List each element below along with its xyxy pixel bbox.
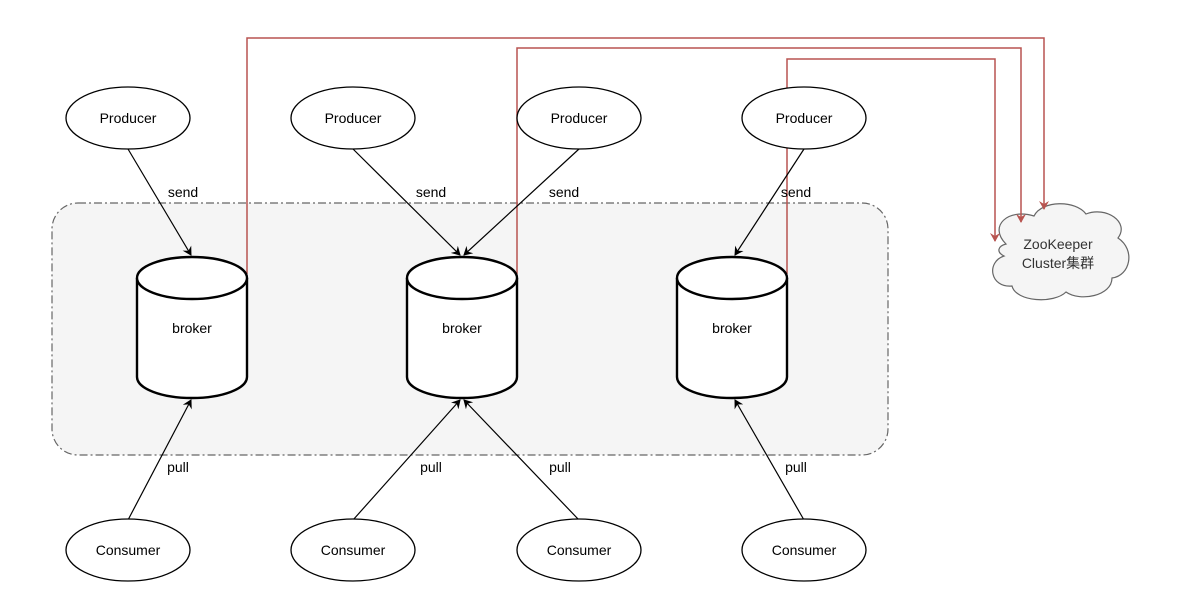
broker-label: broker [712, 320, 752, 336]
producer-label: Producer [325, 110, 382, 126]
pull-edge [352, 399, 461, 521]
database-cylinder-icon [135, 278, 249, 400]
database-cylinder-icon [675, 278, 789, 400]
send-edge-label: send [549, 184, 579, 200]
producer-label: Producer [551, 110, 608, 126]
pull-edge [734, 399, 805, 521]
zookeeper-cluster-cloud: ZooKeeper Cluster集群 [992, 203, 1130, 301]
zk-link-broker-2 [516, 47, 1026, 274]
consumer-ellipse [516, 518, 642, 582]
broker-node: broker [675, 255, 789, 400]
database-cylinder-icon [405, 278, 519, 400]
cylinder-top [135, 255, 249, 301]
zk-link-broker-3 [786, 58, 1000, 274]
consumer-ellipse [65, 518, 191, 582]
consumer-ellipse [741, 518, 867, 582]
pull-edge-label: pull [167, 459, 189, 475]
broker-node: broker [405, 255, 519, 400]
pull-edge [127, 399, 192, 521]
broker-label: broker [442, 320, 482, 336]
producer-label: Producer [100, 110, 157, 126]
producer-node: Producer [65, 86, 191, 150]
consumer-label: Consumer [321, 542, 386, 558]
producer-node: Producer [516, 86, 642, 150]
send-edge-label: send [416, 184, 446, 200]
broker-label: broker [172, 320, 212, 336]
consumer-label: Consumer [547, 542, 612, 558]
zookeeper-label-line1: ZooKeeper [1023, 236, 1093, 252]
consumer-node: Consumer [65, 518, 191, 582]
pull-edge [463, 399, 580, 521]
consumer-label: Consumer [96, 542, 161, 558]
producer-node: Producer [290, 86, 416, 150]
send-edge [127, 148, 192, 256]
consumer-node: Consumer [516, 518, 642, 582]
consumer-node: Consumer [741, 518, 867, 582]
cylinder-top [405, 255, 519, 301]
producer-label: Producer [776, 110, 833, 126]
zookeeper-label-line2: Cluster集群 [1022, 255, 1094, 271]
zk-link-broker-1 [246, 37, 1049, 274]
producer-node: Producer [741, 86, 867, 150]
send-edge [463, 148, 580, 256]
cylinder-top [675, 255, 789, 301]
consumer-label: Consumer [772, 542, 837, 558]
send-edge [352, 148, 461, 256]
send-edge [734, 148, 805, 256]
send-edge-label: send [781, 184, 811, 200]
send-edge-label: send [168, 184, 198, 200]
pull-edge-label: pull [549, 459, 571, 475]
pull-edge-label: pull [785, 459, 807, 475]
consumer-node: Consumer [290, 518, 416, 582]
broker-node: broker [135, 255, 249, 400]
pull-edge-label: pull [420, 459, 442, 475]
consumer-ellipse [290, 518, 416, 582]
